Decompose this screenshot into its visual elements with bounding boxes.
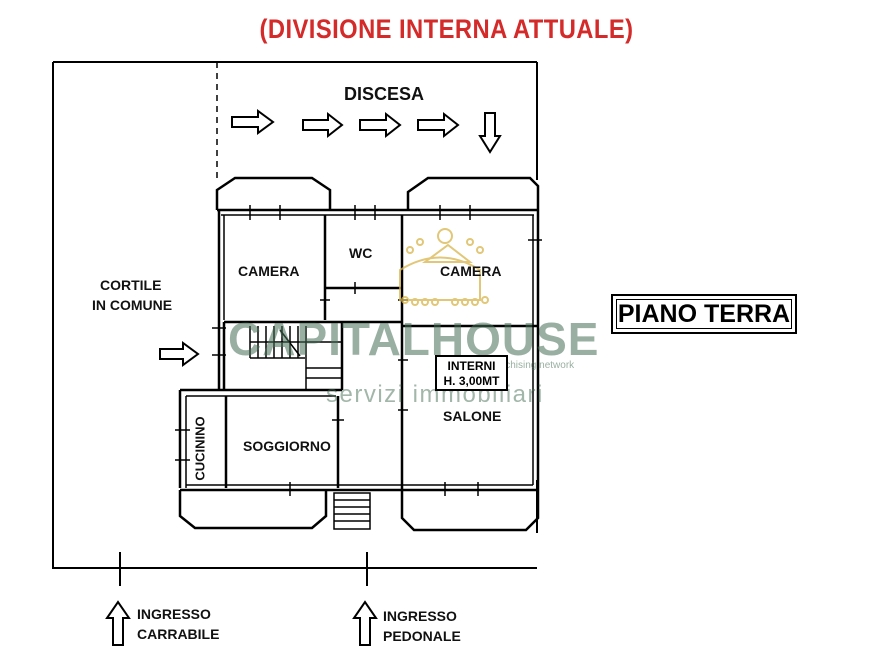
courtyard-entry-arrow (159, 341, 200, 367)
plan-title: (DIVISIONE INTERNA ATTUALE) (259, 14, 634, 44)
entrance-pedonale-line1: INGRESSO (383, 608, 457, 624)
courtyard-label-line1: CORTILE (100, 277, 162, 293)
entrance-pedonale-line2: PEDONALE (383, 628, 461, 644)
level-label: PIANO TERRA (611, 294, 797, 334)
entrance-steps (333, 492, 371, 530)
interni-line2: H. 3,00MT (443, 374, 500, 388)
staircase (249, 326, 342, 390)
descent-arrows (231, 109, 502, 154)
entrance-carrabile-line1: INGRESSO (137, 606, 211, 622)
logo-watermark (399, 228, 489, 306)
courtyard-label-line2: IN COMUNE (92, 297, 173, 313)
ceiling-height-note: INTERNI H. 3,00MT (435, 355, 508, 391)
watermark-brand: CAPITALHOUSE (228, 313, 600, 365)
entrance-carrabile-line2: CARRABILE (137, 626, 220, 642)
pedonale-arrow (352, 600, 378, 646)
room-camera-right: CAMERA (440, 263, 502, 279)
room-wc: WC (349, 245, 373, 261)
building-walls (178, 176, 540, 532)
entrance-markers (119, 552, 368, 586)
interni-line1: INTERNI (447, 359, 496, 373)
room-cucinino: CUCININO (192, 416, 208, 481)
watermark-network: franchising network (488, 360, 575, 371)
room-salone: SALONE (443, 408, 502, 424)
room-camera-left: CAMERA (238, 263, 300, 279)
descent-label: DISCESA (344, 84, 425, 104)
room-soggiorno: SOGGIORNO (243, 438, 331, 454)
carrabile-arrow (105, 600, 131, 646)
